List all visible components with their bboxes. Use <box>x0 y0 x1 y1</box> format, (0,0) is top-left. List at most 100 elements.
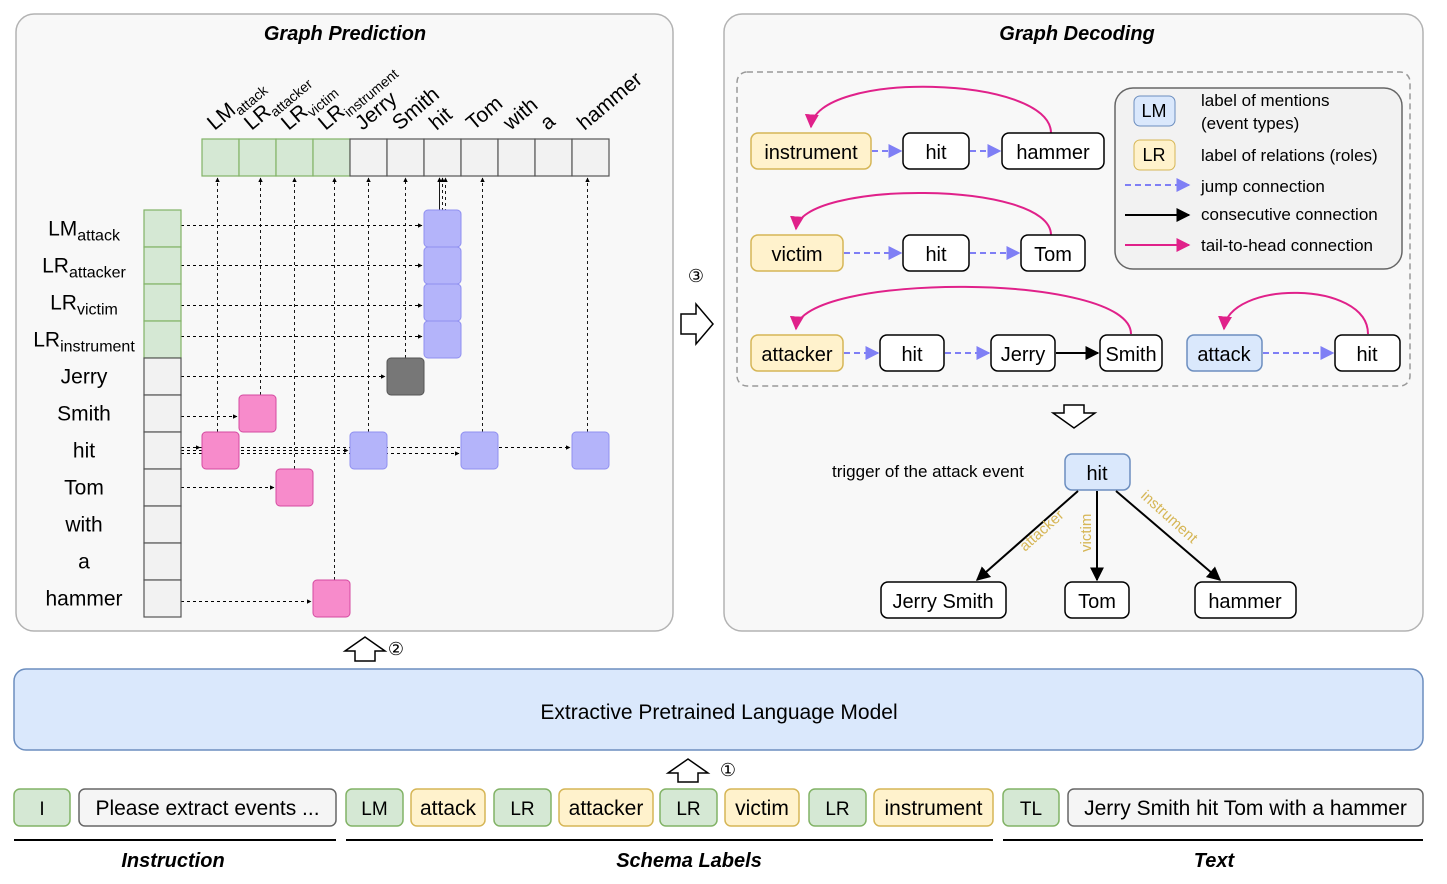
row-header-label: LRinstrument <box>33 329 135 356</box>
graph-decoding-title: Graph Decoding <box>999 23 1155 45</box>
column-header-cell <box>534 138 573 177</box>
instruction-section-label: Instruction <box>121 850 224 872</box>
input-token-label: Please extract events ... <box>95 797 319 820</box>
decoding-region <box>736 71 1411 387</box>
schema-section-label: Schema Labels <box>616 850 762 872</box>
input-token-box <box>13 788 71 827</box>
step-3-arrow <box>680 301 714 347</box>
chain-attack: attack hit <box>1186 291 1401 372</box>
row-header-cell <box>143 468 182 507</box>
chain-attacker-tail-arrow <box>789 285 1132 335</box>
tree-edge-instrument <box>1115 490 1222 581</box>
input-token-box <box>410 788 486 827</box>
tree-leaf-tom: Tom <box>1078 591 1116 613</box>
column-header-cell <box>349 138 388 177</box>
connection-cell-jump <box>423 283 462 322</box>
input-token-label: Jerry Smith hit Tom with a hammer <box>1084 797 1407 820</box>
row-header-cell <box>143 283 182 322</box>
legend-consecutive-text: consecutive connection <box>1201 205 1378 224</box>
input-token-box <box>659 788 718 827</box>
chain-victim-tail-arrow <box>790 191 1052 236</box>
connection-cell-jump <box>571 431 610 470</box>
legend: LM label of mentions (event types) LR la… <box>1114 87 1403 270</box>
legend-lm-tag: LM <box>1141 101 1166 121</box>
input-token-label: attacker <box>569 797 644 820</box>
column-header-cell <box>423 138 462 177</box>
graph-prediction-title: Graph Prediction <box>264 23 426 45</box>
step-1-label: ① <box>720 760 736 780</box>
column-header-cell <box>275 138 314 177</box>
legend-lm-swatch <box>1133 95 1176 127</box>
chain-victim-end: Tom <box>1034 244 1072 266</box>
row-header-label-base: Jerry <box>61 366 108 389</box>
connection-cell-jump <box>423 320 462 359</box>
row-header-label-sub: instrument <box>60 339 135 356</box>
chain-victim-end-node <box>1020 234 1086 272</box>
step-3-label: ③ <box>688 266 704 286</box>
chain-attacker-end: Smith <box>1105 344 1156 366</box>
chain-attacker-end-node <box>1099 334 1163 372</box>
input-token-label: LR <box>825 799 849 820</box>
input-token-label: LM <box>361 799 387 820</box>
step-2-arrow <box>342 636 388 662</box>
row-header-label: LRattacker <box>42 255 126 282</box>
chain-attack-tail-arrow <box>1218 291 1369 335</box>
input-token-label: LR <box>510 799 534 820</box>
input-token-label: instrument <box>884 797 982 820</box>
tree-leaf-hammer: hammer <box>1208 591 1282 613</box>
row-header-label: LMattack <box>48 218 121 245</box>
row-header-label-sub: attacker <box>69 265 127 282</box>
connection-cell-jump <box>349 431 388 470</box>
row-header-cell <box>143 357 182 396</box>
chain-attack-label-node <box>1186 334 1263 372</box>
chain-victim-mid-node <box>902 234 970 272</box>
column-header-cell <box>497 138 536 177</box>
step-2-label: ② <box>388 639 404 659</box>
row-header-label: a <box>78 551 90 574</box>
chain-attacker-label-node <box>750 334 844 372</box>
matrix-row-labels: LMattackLRattackerLRvictimLRinstrumentJe… <box>33 218 135 611</box>
input-token-box <box>808 788 867 827</box>
column-header-cell <box>386 138 425 177</box>
legend-box <box>1114 87 1403 270</box>
chain-victim-mid: hit <box>925 244 947 266</box>
input-token-box <box>558 788 654 827</box>
chain-instrument-tail-arrow <box>804 85 1052 134</box>
row-header-label: Smith <box>57 403 111 426</box>
row-header-label: hammer <box>45 588 122 611</box>
row-header-label-base: a <box>78 551 90 574</box>
row-header-label-base: LR <box>33 329 60 352</box>
row-header-cell <box>143 579 182 618</box>
column-header-cell <box>571 138 610 177</box>
trigger-caption: trigger of the attack event <box>832 462 1024 481</box>
chain-instrument-end: hammer <box>1016 142 1090 164</box>
chain-attacker-mid: hit <box>901 344 923 366</box>
tree-leaf-jerry-smith-node <box>880 581 1007 619</box>
chain-victim-label: victim <box>771 244 822 266</box>
chain-instrument-end-node <box>1001 132 1105 170</box>
legend-lr-tag: LR <box>1142 145 1165 165</box>
row-header-label-base: LR <box>50 292 77 315</box>
decode-down-arrow <box>1050 404 1098 429</box>
connection-cell-jump <box>423 209 462 248</box>
input-token-box <box>493 788 552 827</box>
row-header-label-base: hit <box>73 440 95 463</box>
column-header-cell <box>238 138 277 177</box>
input-token-box <box>724 788 800 827</box>
chain-attacker-mid2: Jerry <box>1001 344 1045 366</box>
tree-leaf-tom-node <box>1064 581 1130 619</box>
tree-edge-victim-label: victim <box>1078 514 1095 552</box>
chain-victim: victim hit Tom <box>750 191 1086 272</box>
row-header-cell <box>143 320 182 359</box>
text-section-label: Text <box>1194 850 1236 872</box>
row-header-cell <box>143 431 182 470</box>
input-token-box <box>873 788 994 827</box>
connection-cell-jump <box>460 431 499 470</box>
row-header-label-base: Tom <box>64 477 104 500</box>
input-token-box <box>1067 788 1424 827</box>
input-token-label: victim <box>735 797 789 820</box>
connection-cell-tail <box>201 431 240 470</box>
matrix-header-cells <box>201 138 610 177</box>
